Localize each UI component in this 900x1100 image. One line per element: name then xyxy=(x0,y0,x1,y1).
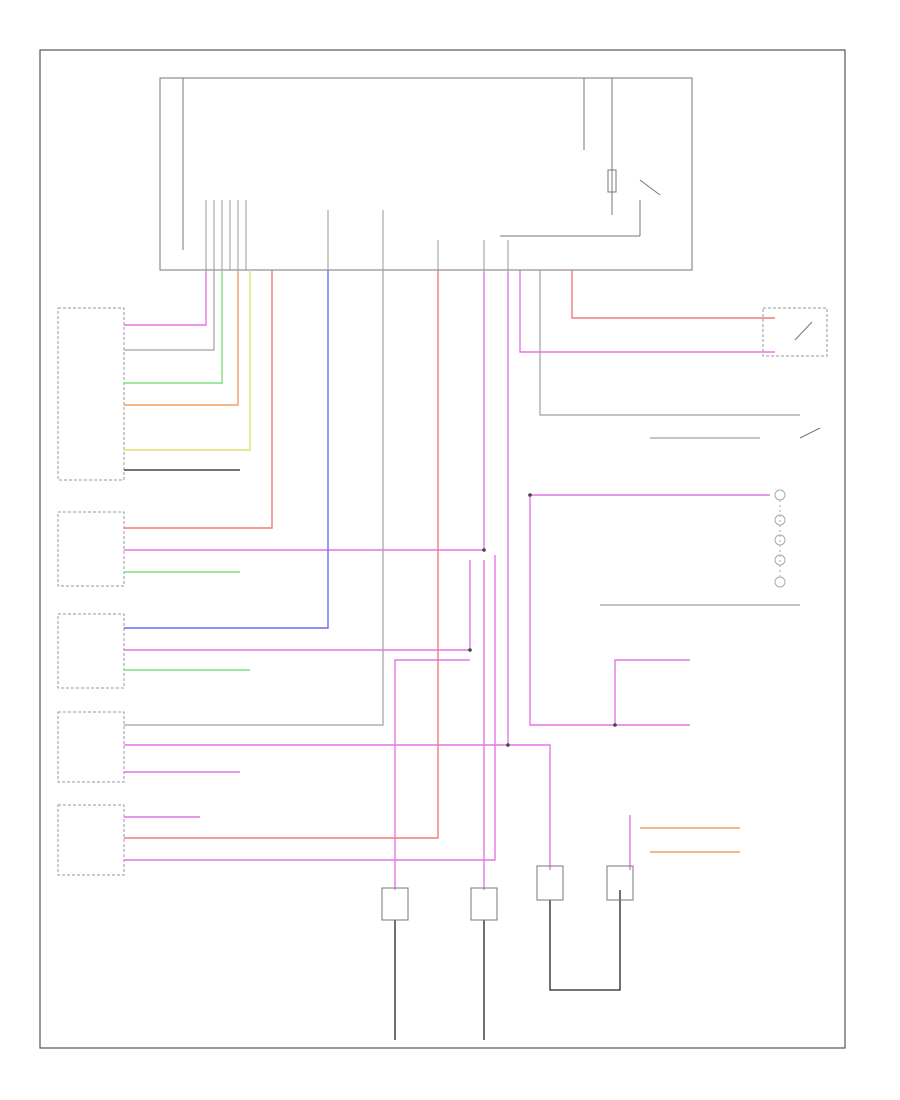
headlamp-switch xyxy=(57,307,125,481)
yellow-wire xyxy=(124,270,251,451)
orange-wires xyxy=(124,270,740,853)
right-rear-turn-lamp xyxy=(57,804,125,876)
gray-wires xyxy=(124,270,800,726)
left-front-turn-lamp xyxy=(57,511,125,587)
brake-switch-contact xyxy=(794,321,813,341)
red-wires xyxy=(124,270,775,839)
bulb-lamps xyxy=(381,865,634,921)
main-module xyxy=(159,77,693,271)
module-fuse-element xyxy=(607,169,617,193)
module-internal-switch xyxy=(639,179,661,196)
right-front-turn-lamp xyxy=(57,613,125,689)
blue-wire xyxy=(124,270,329,629)
left-rear-turn-lamp xyxy=(57,711,125,783)
splice-points xyxy=(468,493,617,747)
brake-switch xyxy=(762,307,828,357)
green-wires xyxy=(124,270,250,671)
hazard-switch-contact xyxy=(799,427,821,439)
module-pin-stubs xyxy=(205,200,509,270)
black-wires xyxy=(124,469,621,1040)
multifunction-switch xyxy=(774,489,786,588)
pink-wires xyxy=(124,270,775,890)
diagram-frame xyxy=(39,49,846,1049)
